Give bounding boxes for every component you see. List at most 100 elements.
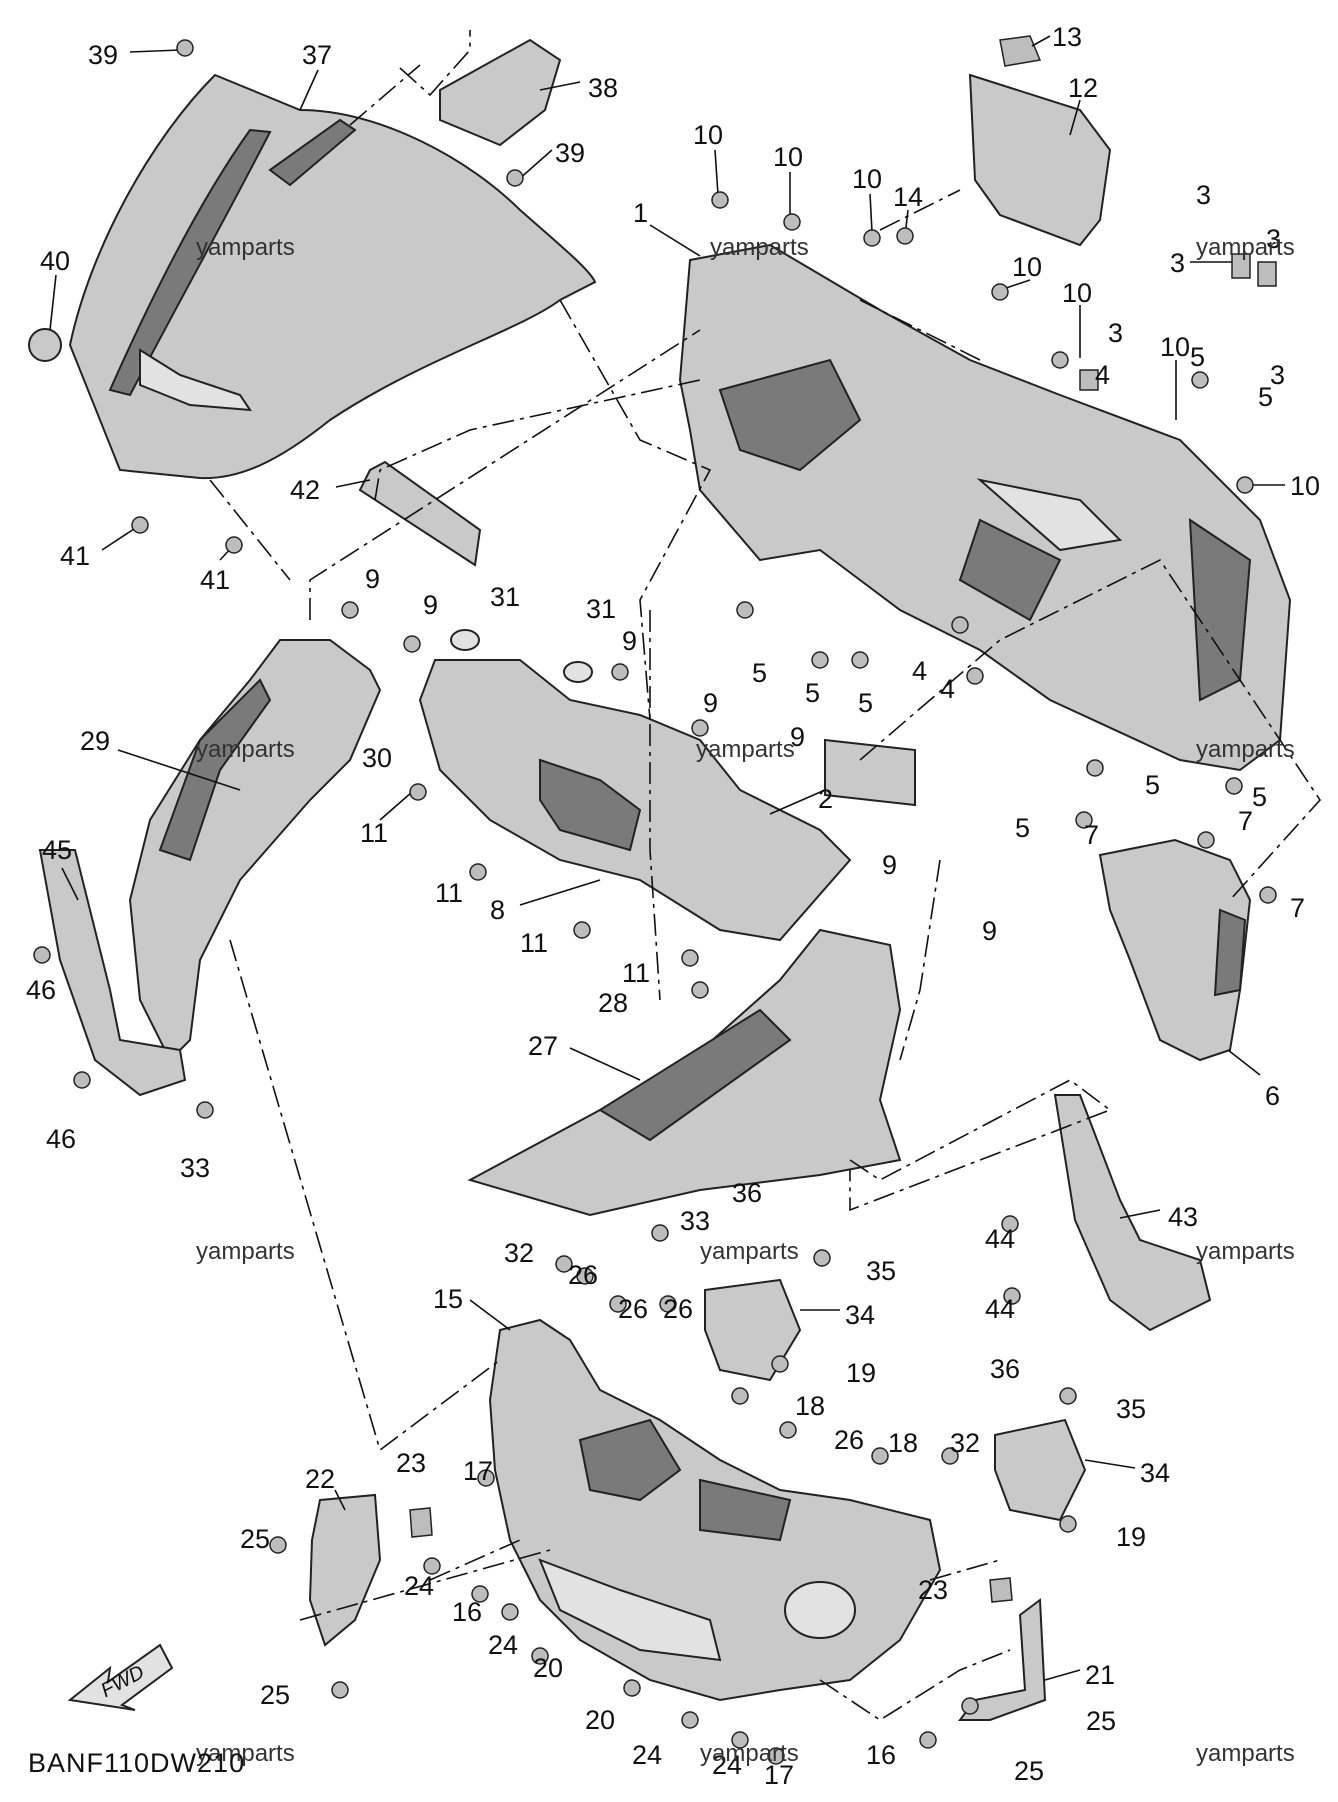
callout-11: 11 xyxy=(622,958,651,988)
watermark-text: yamparts xyxy=(196,736,295,763)
callout-10: 10 xyxy=(1160,332,1191,362)
bolt-icon xyxy=(331,1681,349,1699)
bolt-icon xyxy=(611,663,629,681)
fwd-text: FWD xyxy=(97,1661,148,1702)
bolt-icon xyxy=(871,1447,889,1465)
callout-9: 9 xyxy=(423,590,439,620)
bolt-icon xyxy=(176,39,194,57)
bolt-icon xyxy=(1197,831,1215,849)
fasteners xyxy=(33,39,1277,1765)
callout-41: 41 xyxy=(60,541,91,571)
callout-40: 40 xyxy=(40,246,71,276)
bolt-icon xyxy=(531,1647,549,1665)
watermark-text: yamparts xyxy=(1196,1238,1295,1265)
part-40-cap xyxy=(28,328,62,362)
part-3-clip xyxy=(1079,369,1099,391)
callout-37: 37 xyxy=(302,40,333,70)
callout-23: 23 xyxy=(396,1448,427,1478)
bolt-icon xyxy=(1075,811,1093,829)
callout-26: 26 xyxy=(618,1294,649,1324)
callout-46: 46 xyxy=(26,975,57,1005)
bolt-icon xyxy=(779,1421,797,1439)
bolt-icon xyxy=(681,949,699,967)
callout-34: 34 xyxy=(1140,1458,1171,1488)
bolt-icon xyxy=(73,1071,91,1089)
bolt-icon xyxy=(1191,371,1209,389)
callout-38: 38 xyxy=(588,73,619,103)
bolt-icon xyxy=(691,719,709,737)
bolt-icon xyxy=(131,516,149,534)
callout-28: 28 xyxy=(598,988,629,1018)
callout-5: 5 xyxy=(805,678,821,708)
part-29-side-cover xyxy=(128,639,382,1062)
part-34-bracket xyxy=(994,1418,1087,1522)
watermark-text: yamparts xyxy=(1196,1740,1295,1767)
callout-1: 1 xyxy=(633,198,649,228)
bolt-icon xyxy=(471,1585,489,1603)
watermark-text: yamparts xyxy=(700,1740,799,1767)
bolt-icon xyxy=(813,1249,831,1267)
watermark-text: yamparts xyxy=(1196,736,1295,763)
bolt-icon xyxy=(423,1557,441,1575)
callout-36: 36 xyxy=(732,1178,763,1208)
callout-33: 33 xyxy=(680,1206,711,1236)
bolt-icon xyxy=(1086,759,1104,777)
bolt-icon xyxy=(196,1101,214,1119)
part-27-side-fairing xyxy=(467,928,902,1217)
callout-3: 3 xyxy=(1108,318,1124,348)
bolt-icon xyxy=(966,667,984,685)
callout-10: 10 xyxy=(1062,278,1093,308)
callout-3: 3 xyxy=(1196,180,1212,210)
callout-3: 3 xyxy=(1266,224,1282,254)
callout-41: 41 xyxy=(200,565,231,595)
bolt-icon xyxy=(1059,1387,1077,1405)
part-8-center-panel xyxy=(418,659,852,942)
callout-5: 5 xyxy=(1015,813,1031,843)
bolt-icon xyxy=(1051,351,1069,369)
callout-24: 24 xyxy=(712,1750,743,1780)
part-21-bracket xyxy=(958,1598,1047,1721)
callout-9: 9 xyxy=(790,722,806,752)
callout-24: 24 xyxy=(632,1740,663,1770)
callout-5: 5 xyxy=(858,688,874,718)
callout-18: 18 xyxy=(888,1428,919,1458)
callout-25: 25 xyxy=(1086,1706,1117,1736)
bolt-icon xyxy=(711,191,729,209)
callout-35: 35 xyxy=(866,1256,897,1286)
bolt-icon xyxy=(767,1747,785,1765)
callout-33: 33 xyxy=(180,1153,211,1183)
bolt-icon xyxy=(731,1387,749,1405)
callout-25: 25 xyxy=(240,1524,271,1554)
callout-19: 19 xyxy=(846,1358,877,1388)
callout-24: 24 xyxy=(404,1571,435,1601)
callout-8: 8 xyxy=(490,895,506,925)
callout-34: 34 xyxy=(845,1300,876,1330)
part-23-clip xyxy=(989,1577,1013,1603)
bolt-icon xyxy=(506,169,524,187)
svg-text:FWD: FWD xyxy=(97,1661,148,1702)
callout-14: 14 xyxy=(893,182,924,212)
part-6-lower-cover xyxy=(1098,838,1252,1062)
part-15-bottom-cowl xyxy=(488,1318,942,1702)
callout-26: 26 xyxy=(568,1260,599,1290)
bolt-icon xyxy=(623,1679,641,1697)
callout-23: 23 xyxy=(918,1575,949,1605)
bolt-icon xyxy=(403,635,421,653)
bolt-icon xyxy=(555,1255,573,1273)
callout-10: 10 xyxy=(693,120,724,150)
bolt-icon xyxy=(951,616,969,634)
bolt-icon xyxy=(651,1224,669,1242)
callout-32: 32 xyxy=(504,1238,535,1268)
callout-43: 43 xyxy=(1168,1202,1199,1232)
part-38-panel xyxy=(439,38,562,147)
callout-11: 11 xyxy=(435,878,464,908)
callout-10: 10 xyxy=(852,164,883,194)
callout-9: 9 xyxy=(982,916,998,946)
bolt-icon xyxy=(573,921,591,939)
callout-4: 4 xyxy=(940,674,956,704)
diagram-code: BANF110DW210 xyxy=(28,1748,246,1778)
watermark-text: yamparts xyxy=(196,234,295,261)
bolt-icon xyxy=(941,1447,959,1465)
bolt-icon xyxy=(961,1697,979,1715)
